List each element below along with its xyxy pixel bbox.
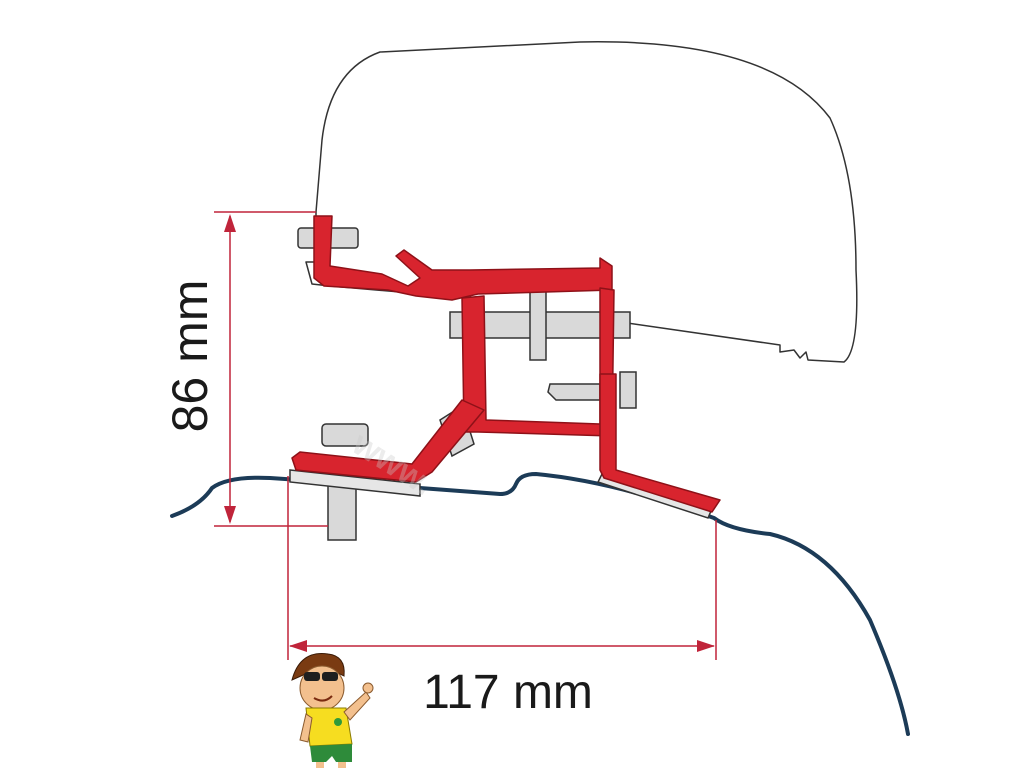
width-dimension-label: 117 mm (423, 666, 593, 719)
vehicle-roof-profile (170, 472, 910, 736)
pad-left (289, 469, 421, 497)
height-dimension-line (214, 211, 328, 527)
red-mounting-bracket (291, 215, 721, 513)
bolt-lower-left (321, 423, 369, 541)
height-dimension-label: 86 mm (162, 280, 218, 433)
width-dimension-line (287, 476, 717, 660)
mascot-boy-icon (291, 653, 374, 768)
bolt-right (547, 371, 637, 409)
